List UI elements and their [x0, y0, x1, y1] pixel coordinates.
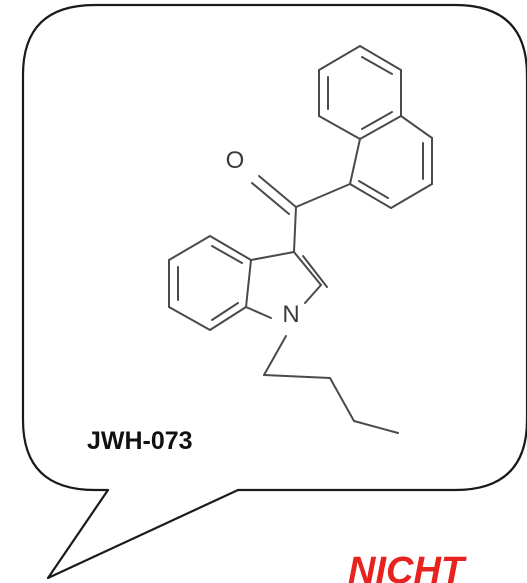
indole-benzene-ring — [168, 235, 252, 331]
pyrrole-ring: N — [245, 251, 328, 328]
nitrogen-atom-label: N — [282, 301, 299, 328]
nicht-caption: NICHT — [348, 550, 467, 583]
naphthalene-upper-ring — [318, 45, 402, 140]
naphthalene-lower-ring — [349, 115, 433, 209]
molecule-structure: O N — [168, 45, 433, 434]
speech-bubble — [21, 3, 527, 580]
compound-name-label: JWH-073 — [87, 427, 193, 455]
oxygen-atom-label: O — [226, 147, 245, 174]
carbonyl-group: O — [226, 147, 351, 253]
butyl-chain — [263, 335, 399, 434]
